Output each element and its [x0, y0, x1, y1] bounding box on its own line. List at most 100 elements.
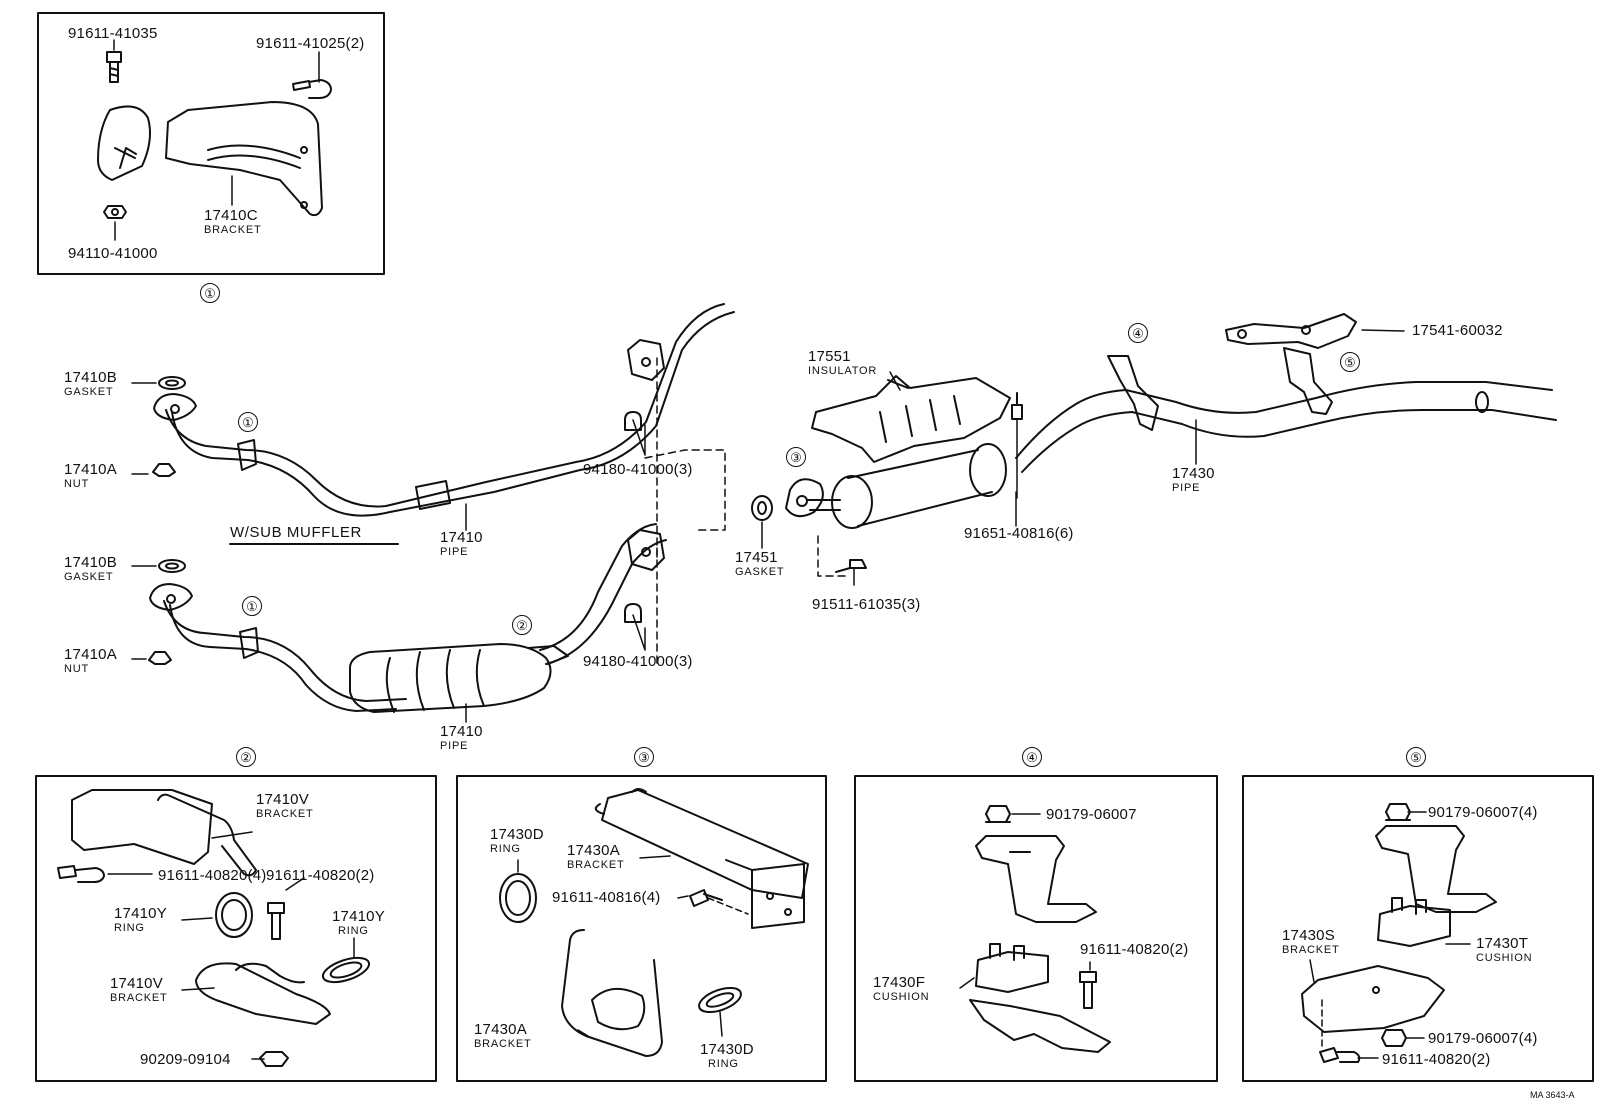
- clamp-icon: [97, 105, 151, 181]
- label-17410v: 17410V: [256, 791, 309, 808]
- label-17430d: 17430D: [490, 826, 544, 843]
- insulator-17551-icon: [811, 375, 1011, 463]
- label-17410b: 17410B: [64, 554, 117, 571]
- label-17410: 17410: [440, 723, 483, 740]
- marker-5: ⑤: [1406, 747, 1426, 767]
- hanger-17430a-icon: [561, 929, 663, 1057]
- bolt-icon: [292, 79, 332, 99]
- bracket-icon: [1375, 825, 1497, 913]
- label-17410a: 17410A: [64, 461, 117, 478]
- label-bracket: BRACKET: [204, 224, 262, 236]
- gasket-icon: [158, 376, 186, 390]
- ring-17410y-icon: [321, 956, 371, 984]
- label-17430t: 17430T: [1476, 935, 1529, 952]
- bracket-17430a-icon: [594, 788, 809, 929]
- label-bracket: BRACKET: [256, 808, 314, 820]
- bracket-17410v-icon: [71, 789, 257, 877]
- label-bracket: BRACKET: [1282, 944, 1340, 956]
- label-91611-40816-4: 91611-40816(4): [552, 889, 661, 906]
- label-bracket: BRACKET: [474, 1038, 532, 1050]
- bolt-icon: [1319, 1047, 1361, 1063]
- flange-nut-icon: [1385, 803, 1411, 821]
- label-90179-06007: 90179-06007: [1046, 806, 1137, 823]
- cushion-17430t-icon: [1377, 897, 1451, 947]
- hanger-5-icon: [1283, 347, 1333, 415]
- label-bracket: BRACKET: [110, 992, 168, 1004]
- marker-4: ④: [1128, 323, 1148, 343]
- label-cushion: CUSHION: [1476, 952, 1533, 964]
- bracket-17541-icon: [1225, 313, 1357, 349]
- label-90179-06007-4: 90179-06007(4): [1428, 1030, 1538, 1047]
- bolt-icon: [267, 902, 285, 940]
- marker-3: ③: [634, 747, 654, 767]
- label-91611-40820-2: 91611-40820(2): [1382, 1051, 1491, 1068]
- label-91611-40820-2: 91611-40820(2): [1080, 941, 1189, 958]
- label-91611-41025: 91611-41025(2): [256, 35, 365, 52]
- ring-17430d-icon: [499, 873, 537, 923]
- label-17410: 17410: [440, 529, 483, 546]
- muffler-icon: [785, 443, 1007, 529]
- bracket-icon: [975, 835, 1097, 923]
- drawing-number: MA 3643-A: [1530, 1090, 1575, 1100]
- label-17410c: 17410C: [204, 207, 258, 224]
- gasket-17451-icon: [751, 495, 773, 521]
- marker-1: ①: [200, 283, 220, 303]
- label-91611-40820-4: 91611-40820(4): [158, 867, 267, 884]
- marker-1: ①: [238, 412, 258, 432]
- label-17430f: 17430F: [873, 974, 926, 991]
- cushion-17430f-icon: [969, 943, 1111, 1053]
- label-94110-41000: 94110-41000: [68, 245, 158, 262]
- flange-nut-icon: [1381, 1029, 1407, 1047]
- marker-5: ⑤: [1340, 352, 1360, 372]
- pipe-17410-lower: [149, 523, 667, 712]
- label-nut: NUT: [64, 478, 90, 490]
- label-90179-06007-4: 90179-06007(4): [1428, 804, 1538, 821]
- marker-2: ②: [236, 747, 256, 767]
- marker-4: ④: [1022, 747, 1042, 767]
- label-pipe: PIPE: [1172, 482, 1201, 494]
- bolt-icon: [57, 865, 105, 883]
- grommet-icon: [259, 1051, 289, 1067]
- label-91511-61035: 91511-61035(3): [812, 596, 921, 613]
- label-17541-60032: 17541-60032: [1412, 322, 1503, 339]
- label-ring: RING: [114, 922, 145, 934]
- hanger-4-icon: [1107, 355, 1159, 431]
- label-gasket: GASKET: [64, 571, 114, 583]
- nut-icon: [152, 463, 176, 477]
- detail-box-3: [456, 775, 827, 1082]
- variant-title: W/SUB MUFFLER: [230, 524, 362, 541]
- label-90209-09104: 90209-09104: [140, 1051, 231, 1068]
- bolt-icon: [689, 889, 723, 907]
- label-gasket: GASKET: [735, 566, 785, 578]
- nut-icon: [103, 205, 127, 219]
- flange-nut-icon: [985, 805, 1011, 823]
- bracket-17430s-icon: [1301, 965, 1445, 1033]
- label-gasket: GASKET: [64, 386, 114, 398]
- label-ring: RING: [338, 925, 369, 937]
- catalytic-converter-icon: [349, 643, 569, 713]
- label-17430a: 17430A: [474, 1021, 527, 1038]
- label-pipe: PIPE: [440, 740, 469, 752]
- ring-17410y-icon: [215, 892, 253, 938]
- label-91611-41035: 91611-41035: [68, 25, 158, 42]
- ring-17430d-icon: [698, 986, 742, 1014]
- bracket-17410c-icon: [165, 101, 323, 217]
- label-17410y: 17410Y: [332, 908, 385, 925]
- bracket-17410v-lower-icon: [195, 962, 331, 1025]
- bolt-icon: [1011, 392, 1023, 420]
- nut-icon: [148, 651, 172, 665]
- bolt-icon: [1079, 971, 1097, 1009]
- label-17430s: 17430S: [1282, 927, 1335, 944]
- label-94180-41000: 94180-41000(3): [583, 653, 693, 670]
- marker-3: ③: [786, 447, 806, 467]
- detail-box-2: [35, 775, 437, 1082]
- gasket-icon: [158, 559, 186, 573]
- marker-2: ②: [512, 615, 532, 635]
- marker-1: ①: [242, 596, 262, 616]
- detail-box-5: [1242, 775, 1594, 1082]
- pipe-17410-upper: [153, 303, 735, 517]
- bolt-icon: [835, 559, 867, 573]
- label-bracket: BRACKET: [567, 859, 625, 871]
- label-17430d: 17430D: [700, 1041, 754, 1058]
